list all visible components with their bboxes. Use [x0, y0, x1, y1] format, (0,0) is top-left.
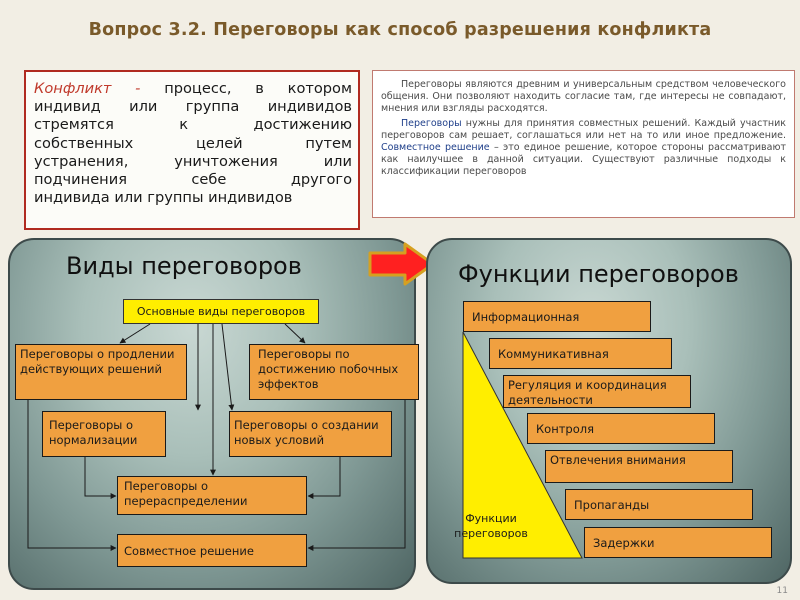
conflict-definition-box: Конфликт - процесс, в котором индивид ил… [24, 70, 360, 230]
prolong-negotiations-box: Переговоры о продлении действующих решен… [15, 344, 187, 400]
info-paragraph-2: Переговоры нужны для принятия совместных… [381, 118, 787, 177]
arrow-to-create [221, 323, 235, 411]
joint-decision-term: Совместное решение [381, 142, 490, 153]
joint-decision-box: Совместное решение [117, 534, 307, 567]
arrow-side-to-joint [307, 400, 406, 551]
function-propaganda: Пропаганды [565, 489, 753, 520]
definition-line: стремятся к достижению [34, 116, 352, 134]
definition-line: индивид или группа индивидов [34, 98, 352, 116]
big-right-arrow [368, 242, 435, 286]
definition-line: индивида или группы индивидов [34, 189, 293, 207]
definition-line: подчинения себе другого [34, 171, 352, 189]
definition-line: устранения, уничтожения или [34, 152, 352, 170]
function-informational: Информационная [463, 301, 651, 332]
negotiations-info-box: Переговоры являются древним и универсаль… [372, 70, 795, 218]
redistribution-negotiations-box: Переговоры о перераспределении [117, 476, 307, 515]
conflict-term: Конфликт - [34, 80, 165, 97]
functions-panel-title: Функции переговоров [458, 260, 739, 288]
new-conditions-negotiations-box: Переговоры о создании новых условий [229, 411, 392, 457]
side-effects-negotiations-box: Переговоры по достижению побочных эффект… [249, 344, 419, 400]
arrow-prolong-to-joint [27, 400, 117, 551]
triangle-label: Функции переговоров [454, 512, 528, 540]
function-control: Контроля [527, 413, 715, 444]
function-distraction: Отвлечения внимания [545, 450, 733, 483]
slide-title: Вопрос 3.2. Переговоры как способ разреш… [88, 20, 712, 40]
function-delay: Задержки [584, 527, 772, 558]
arrow-to-prolong [119, 323, 151, 344]
function-regulation: Регуляция и координация деятельности [503, 375, 691, 408]
arrow-normal-to-redistr [84, 457, 117, 499]
page-number: 11 [776, 586, 788, 596]
function-communicative: Коммуникативная [489, 338, 672, 369]
definition-line: Конфликт - процесс, в котором [34, 80, 352, 97]
normalization-negotiations-box: Переговоры о нормализации [42, 411, 166, 457]
negotiations-term: Переговоры [401, 118, 462, 129]
arrow-to-side [284, 323, 306, 344]
types-panel-title: Виды переговоров [66, 252, 302, 280]
info-paragraph-1: Переговоры являются древним и универсаль… [381, 79, 786, 114]
main-types-box: Основные виды переговоров [123, 299, 319, 324]
definition-line: собственных целей путем [34, 134, 352, 152]
arrow-create-to-redistr [307, 457, 341, 499]
